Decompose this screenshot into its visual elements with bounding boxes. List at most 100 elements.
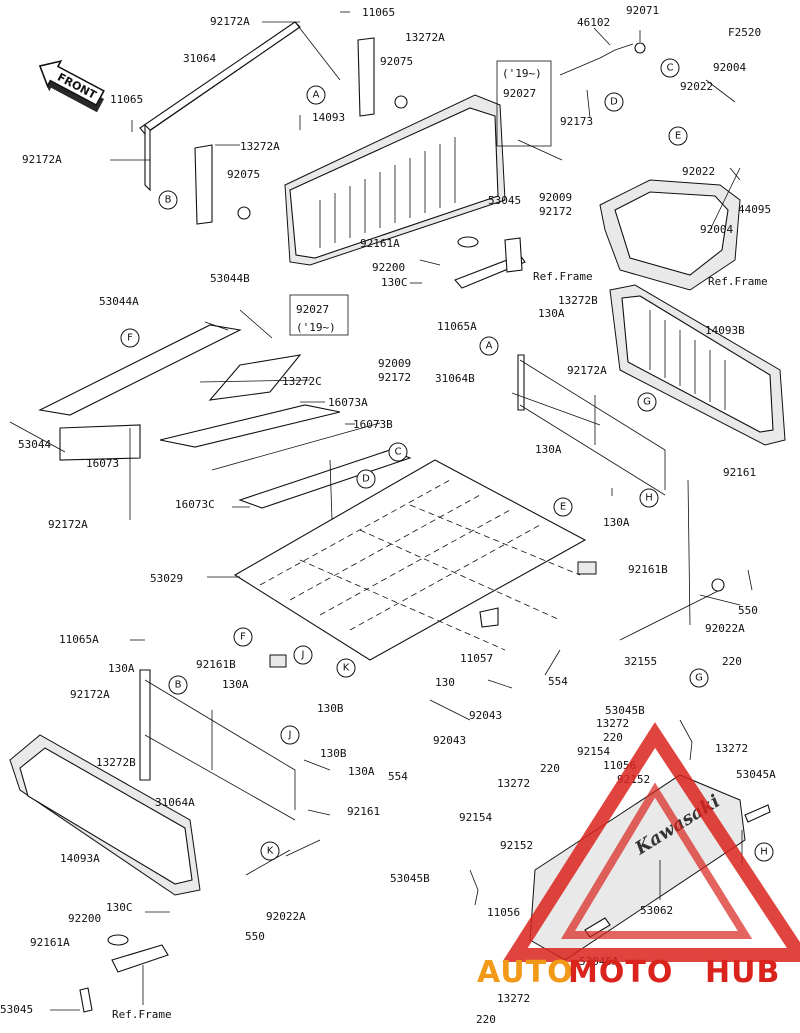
part-number-label: 92161A [360, 237, 400, 250]
part-number-label: 92172A [210, 15, 250, 28]
part-number-label: 130C [106, 901, 133, 914]
part-number-label: 53062 [640, 904, 673, 917]
part-number-label: 53044B [210, 272, 250, 285]
part-number-label: 31064B [435, 372, 475, 385]
callout-c: C [660, 58, 680, 78]
svg-text:D: D [610, 97, 618, 108]
callout-k: K [336, 658, 356, 678]
svg-text:H: H [760, 847, 768, 858]
part-number-label: 130A [535, 443, 562, 456]
part-number-label: 554 [548, 675, 568, 688]
part-number-label: 53044A [99, 295, 139, 308]
part-number-label: 554 [388, 770, 408, 783]
part-number-label: 92075 [380, 55, 413, 68]
part-number-label: 92043 [433, 734, 466, 747]
part-number-label: 130A [108, 662, 135, 675]
svg-text:K: K [343, 663, 350, 674]
svg-text:E: E [675, 131, 681, 142]
part-number-label: 92200 [68, 912, 101, 925]
callout-h: H [639, 488, 659, 508]
part-number-label: 53045 [488, 194, 521, 207]
part-number-label: 92161B [628, 563, 668, 576]
svg-text:B: B [175, 680, 182, 691]
part-number-label: 13272A [405, 31, 445, 44]
part-number-label: 92172 [539, 205, 572, 218]
part-number-label: 31064A [155, 796, 195, 809]
part-number-label: 92022 [680, 80, 713, 93]
part-number-label: 31064 [183, 52, 216, 65]
callout-c: C [388, 442, 408, 462]
svg-text:F: F [240, 632, 246, 643]
callout-a: A [479, 336, 499, 356]
part-number-label: 13272 [497, 777, 530, 790]
part-number-label: 92172A [48, 518, 88, 531]
svg-text:A: A [313, 90, 320, 101]
svg-text:E: E [560, 502, 566, 513]
part-number-label: 53045 [0, 1003, 33, 1016]
part-number-label: 92022 [682, 165, 715, 178]
callout-d: D [356, 469, 376, 489]
year-note-box [289, 294, 349, 336]
svg-text:J: J [288, 730, 292, 741]
part-number-label: 92022A [266, 910, 306, 923]
part-number-label: 44095 [738, 203, 771, 216]
part-number-label: 130A [348, 765, 375, 778]
part-number-label: 13272 [715, 742, 748, 755]
part-number-label: 32155 [624, 655, 657, 668]
part-number-label: 92071 [626, 4, 659, 17]
part-number-label: 11065 [110, 93, 143, 106]
part-number-label: 16073 [86, 457, 119, 470]
callout-e: E [553, 497, 573, 517]
part-number-label: 92043 [469, 709, 502, 722]
part-number-label: 130B [317, 702, 344, 715]
part-number-label: 130A [222, 678, 249, 691]
ref-frame-label: Ref.Frame [708, 275, 768, 288]
part-number-label: 92154 [577, 745, 610, 758]
part-number-label: 550 [738, 604, 758, 617]
callout-f: F [233, 627, 253, 647]
svg-text:G: G [695, 673, 703, 684]
part-number-label: 14093 [312, 111, 345, 124]
callout-j: J [293, 645, 313, 665]
part-number-label: 53029 [150, 572, 183, 585]
part-number-label: 220 [722, 655, 742, 668]
part-number-label: 16073A [328, 396, 368, 409]
part-number-label: 92027 [296, 303, 329, 316]
figure-code: F2520 [728, 26, 761, 39]
callout-e: E [668, 126, 688, 146]
part-number-label: 14093B [705, 324, 745, 337]
part-number-label: 130C [381, 276, 408, 289]
callout-f: F [120, 328, 140, 348]
part-number-label: 53045A [736, 768, 776, 781]
watermark-logo: AUTO MOTO HUB [477, 722, 800, 990]
part-number-label: 92022A [705, 622, 745, 635]
watermark-moto: MOTO [568, 955, 673, 990]
part-number-label: 92173 [560, 115, 593, 128]
part-number-label: 92152 [500, 839, 533, 852]
part-number-label: 92004 [700, 223, 733, 236]
part-number-label: 11065 [362, 6, 395, 19]
part-number-label: 13272 [497, 992, 530, 1005]
part-number-label: 92009 [378, 357, 411, 370]
part-number-label: 13272 [596, 717, 629, 730]
callout-j: J [280, 725, 300, 745]
part-number-label: 220 [603, 731, 623, 744]
svg-text:C: C [395, 447, 402, 458]
ref-frame-label: Ref.Frame [533, 270, 593, 283]
part-number-label: 220 [476, 1013, 496, 1026]
svg-text:D: D [362, 474, 370, 485]
part-number-label: 53045B [390, 872, 430, 885]
callout-d: D [604, 92, 624, 112]
svg-text:F: F [127, 333, 133, 344]
part-number-label: 92161 [347, 805, 380, 818]
part-number-label: 130A [603, 516, 630, 529]
part-number-label: 92075 [227, 168, 260, 181]
part-number-label: 130B [320, 747, 347, 760]
part-number-label: 13272C [282, 375, 322, 388]
callout-b: B [168, 675, 188, 695]
part-number-label: 92172 [378, 371, 411, 384]
part-number-label: 92161A [30, 936, 70, 949]
callout-b: B [158, 190, 178, 210]
